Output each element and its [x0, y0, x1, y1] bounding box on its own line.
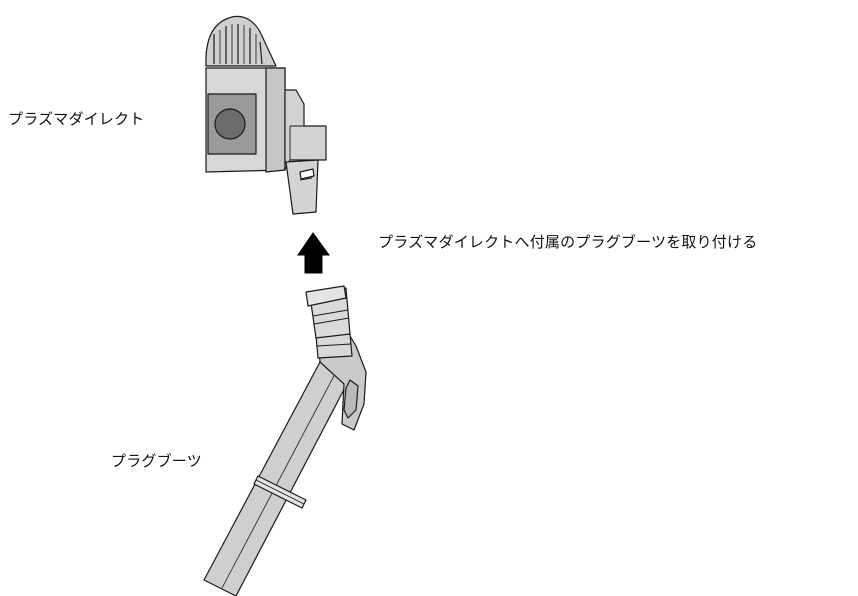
boot-tube: [203, 361, 351, 596]
device-plug-housing: [284, 89, 327, 171]
device-fin-lines: [213, 24, 263, 65]
device-button: [214, 108, 246, 140]
plasma-direct-device: [205, 15, 327, 215]
plug-boot-label: プラグブーツ: [111, 452, 202, 470]
device-top-fins: [205, 15, 277, 67]
device-plug-slot: [299, 168, 315, 180]
device-body-side: [265, 67, 286, 173]
instruction-label: プラズマダイレクトへ付属のプラグブーツを取り付ける: [378, 233, 758, 251]
device-plug-prong: [285, 159, 319, 215]
boot-top-cap: [305, 285, 347, 307]
insert-arrow: [297, 232, 330, 274]
boot-clip-window: [343, 379, 359, 419]
plug-boot: [203, 285, 367, 596]
device-label: プラズマダイレクト: [8, 110, 145, 128]
